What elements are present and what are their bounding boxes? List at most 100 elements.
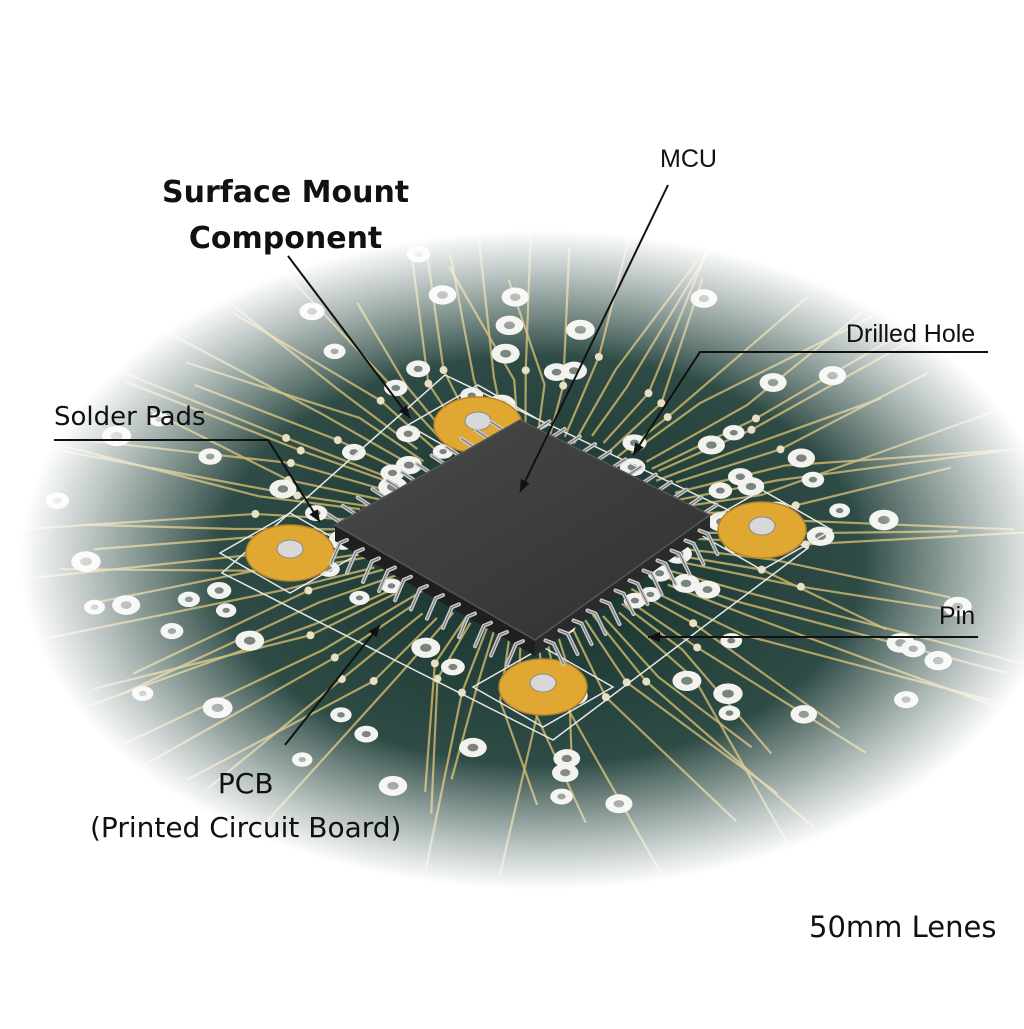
trace-node xyxy=(796,582,805,591)
label-surface-mount-line1: Surface Mount xyxy=(162,175,410,210)
via-hole xyxy=(167,628,177,635)
via-hole xyxy=(307,308,317,315)
trace-node xyxy=(657,399,666,408)
trace-node xyxy=(521,366,530,375)
trace-node xyxy=(663,413,672,422)
via-hole xyxy=(715,487,725,494)
chip-pin-edge xyxy=(573,620,592,645)
trace xyxy=(572,261,698,445)
via-hole xyxy=(551,368,562,376)
via-hole xyxy=(698,294,710,303)
trace-node xyxy=(333,436,342,445)
via-hole xyxy=(827,371,838,380)
chip-pin-edge xyxy=(615,590,634,615)
trace-node xyxy=(594,352,603,361)
trace-node xyxy=(282,433,291,442)
chip-pin-edge xyxy=(458,613,476,638)
via-hole xyxy=(877,515,890,525)
chip-pin-edge xyxy=(426,594,444,620)
trace-node xyxy=(747,425,756,434)
via-hole xyxy=(243,636,256,645)
label-drilled-hole: Drilled Hole xyxy=(846,320,976,348)
trace xyxy=(121,573,400,696)
via-hole xyxy=(798,710,809,718)
via-hole xyxy=(560,769,571,777)
leader-lines xyxy=(54,184,988,746)
trace xyxy=(173,257,418,450)
trace-node xyxy=(293,491,302,500)
chip-top-face xyxy=(333,419,712,641)
via-hole xyxy=(437,291,448,299)
via-hole xyxy=(722,689,734,698)
leader-surface-mount xyxy=(287,255,411,419)
via-hole xyxy=(337,712,345,718)
trace-node xyxy=(430,659,439,668)
trace-node xyxy=(296,446,305,455)
trace-node xyxy=(689,619,698,628)
leader-surface-mount-head xyxy=(398,405,410,418)
trace-node xyxy=(330,653,339,662)
trace-node xyxy=(376,396,385,405)
via-hole xyxy=(561,754,572,763)
via-hole xyxy=(298,757,306,763)
trace-node xyxy=(251,509,260,518)
chip-pin-edge xyxy=(394,576,412,601)
via-hole xyxy=(391,384,401,391)
trace-node xyxy=(644,389,653,398)
via-hole xyxy=(706,441,717,449)
via-hole xyxy=(52,497,62,504)
via-hole xyxy=(403,461,414,469)
via-hole xyxy=(735,473,745,480)
trace xyxy=(621,602,772,755)
solder-joint xyxy=(748,516,776,536)
trace xyxy=(630,291,920,454)
via-hole xyxy=(448,663,458,671)
label-surface-mount-component: Surface Mount Component xyxy=(162,170,409,262)
label-pcb-line2: (Printed Circuit Board) xyxy=(90,811,402,844)
trace xyxy=(185,361,425,463)
solder-joint xyxy=(529,673,557,693)
trace-node xyxy=(642,677,651,686)
chip-pin-edge xyxy=(330,539,348,564)
via-hole xyxy=(509,293,521,301)
via-hole xyxy=(413,365,423,373)
trace xyxy=(242,611,455,849)
trace xyxy=(591,247,712,437)
chip-pin-edge xyxy=(545,640,564,665)
chip-pin-edge xyxy=(671,550,690,575)
chip-pin-edge xyxy=(601,600,620,625)
via-hole xyxy=(439,449,447,455)
via-hole xyxy=(613,800,625,808)
trace xyxy=(674,448,1008,494)
chip-pin-edge xyxy=(685,540,704,565)
trace-node xyxy=(424,379,433,388)
chip-pin-edge xyxy=(378,567,396,592)
via-hole xyxy=(680,579,692,588)
via-hole xyxy=(557,793,566,800)
via-hole xyxy=(403,430,413,437)
leader-pcb xyxy=(284,624,381,746)
solder-joint xyxy=(276,539,304,559)
chip-pin-edge xyxy=(643,570,662,595)
label-pcb: PCB (Printed Circuit Board) xyxy=(90,762,401,850)
trace xyxy=(644,586,998,704)
chip-pin-edge xyxy=(442,603,460,629)
pad-outline xyxy=(690,489,834,571)
trace-node xyxy=(439,366,448,375)
via-hole xyxy=(901,696,911,703)
via-hole xyxy=(414,251,423,258)
chip-pin-edge xyxy=(410,585,428,610)
trace-node xyxy=(559,381,568,390)
chip-pin-edge xyxy=(629,580,648,605)
via-hole xyxy=(835,508,844,514)
leader-pcb-head xyxy=(368,625,380,638)
via-hole xyxy=(767,378,779,387)
leader-solder-pads-head xyxy=(309,509,320,522)
trace xyxy=(499,621,539,806)
via-hole xyxy=(330,348,339,355)
leader-drilled-hole xyxy=(632,351,988,456)
via-hole xyxy=(120,601,132,609)
leader-solder-pads xyxy=(54,439,321,523)
